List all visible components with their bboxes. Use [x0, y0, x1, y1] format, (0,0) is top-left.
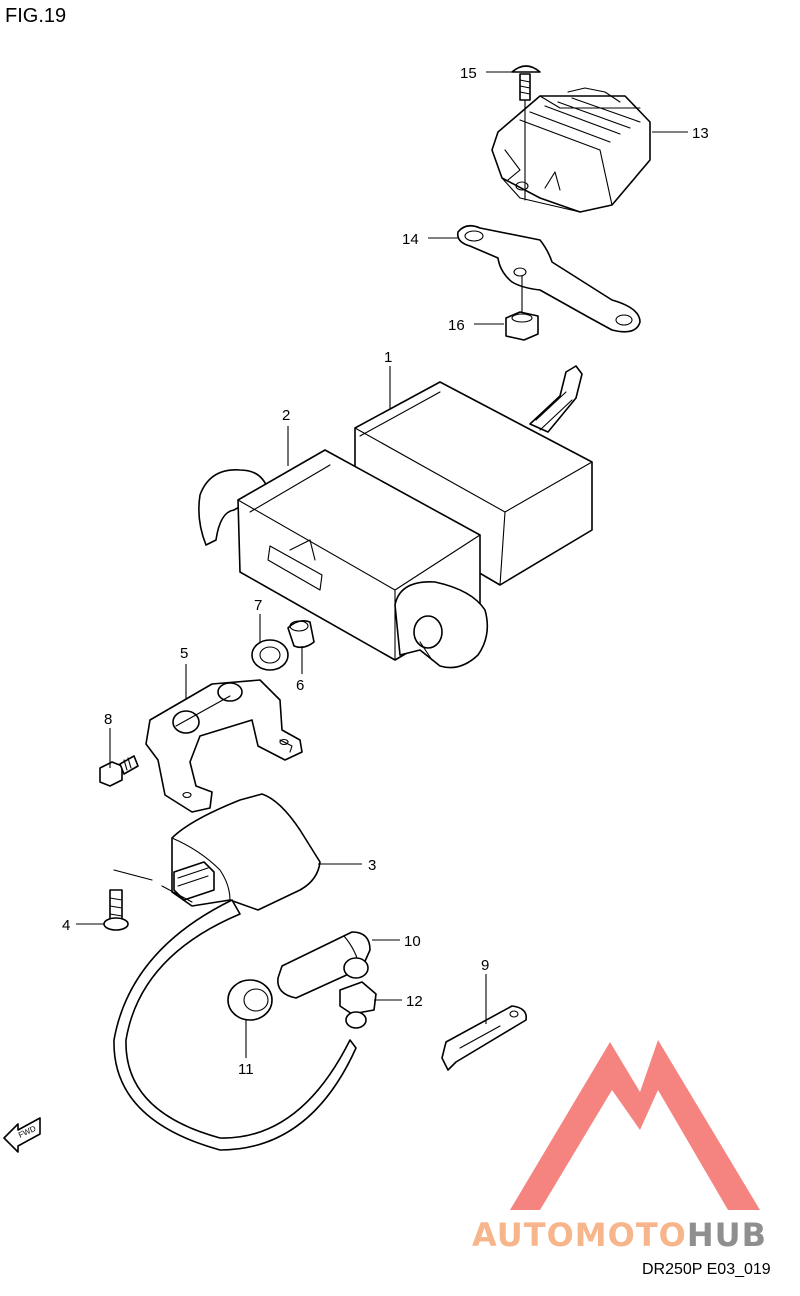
- callout-2: 2: [282, 407, 290, 424]
- grommet-7: [251, 639, 289, 671]
- figure-code: DR250P E03_019: [642, 1261, 771, 1278]
- high-tension-cord: [113, 899, 357, 1151]
- callout-14: 14: [402, 231, 419, 248]
- callout-3: 3: [368, 857, 376, 874]
- callout-9: 9: [481, 957, 489, 974]
- callout-7: 7: [254, 597, 262, 614]
- callout-16: 16: [448, 317, 465, 334]
- clamp-9: [441, 1005, 528, 1071]
- callout-15: 15: [460, 65, 477, 82]
- callout-5: 5: [180, 645, 188, 662]
- figure-title: FIG.19: [5, 5, 66, 27]
- nut-16: [505, 311, 539, 341]
- callout-11: 11: [238, 1061, 254, 1078]
- callout-4: 4: [62, 917, 70, 934]
- collar-6: [287, 620, 315, 649]
- callout-10: 10: [404, 933, 421, 950]
- plug-adapter-12: [339, 981, 377, 1029]
- regulator-rectifier: [491, 87, 651, 213]
- fwd-arrow-icon: FWD: [3, 1117, 41, 1153]
- rubber-boot-11: [227, 979, 273, 1021]
- bolt-4: [103, 889, 129, 931]
- ignition-coil: [113, 793, 321, 911]
- bracket-5: [145, 679, 303, 813]
- callout-12: 12: [406, 993, 423, 1010]
- callout-13: 13: [692, 125, 709, 142]
- bracket-14: [456, 224, 641, 333]
- watermark-logo-icon: [510, 1040, 760, 1210]
- callout-8: 8: [104, 711, 112, 728]
- plug-cap-10: [277, 931, 371, 999]
- bolt-8: [99, 755, 139, 787]
- ignitor-unit: [198, 449, 489, 669]
- callout-1: 1: [384, 349, 392, 366]
- callouts: 1 2 3 4 5 6 7 8 9 10 11 12 13 14 15 16: [62, 65, 709, 1078]
- watermark-word-automoto: AUTOMOTOHUB: [472, 1216, 767, 1254]
- callout-6: 6: [296, 677, 304, 694]
- screw-15: [511, 65, 541, 101]
